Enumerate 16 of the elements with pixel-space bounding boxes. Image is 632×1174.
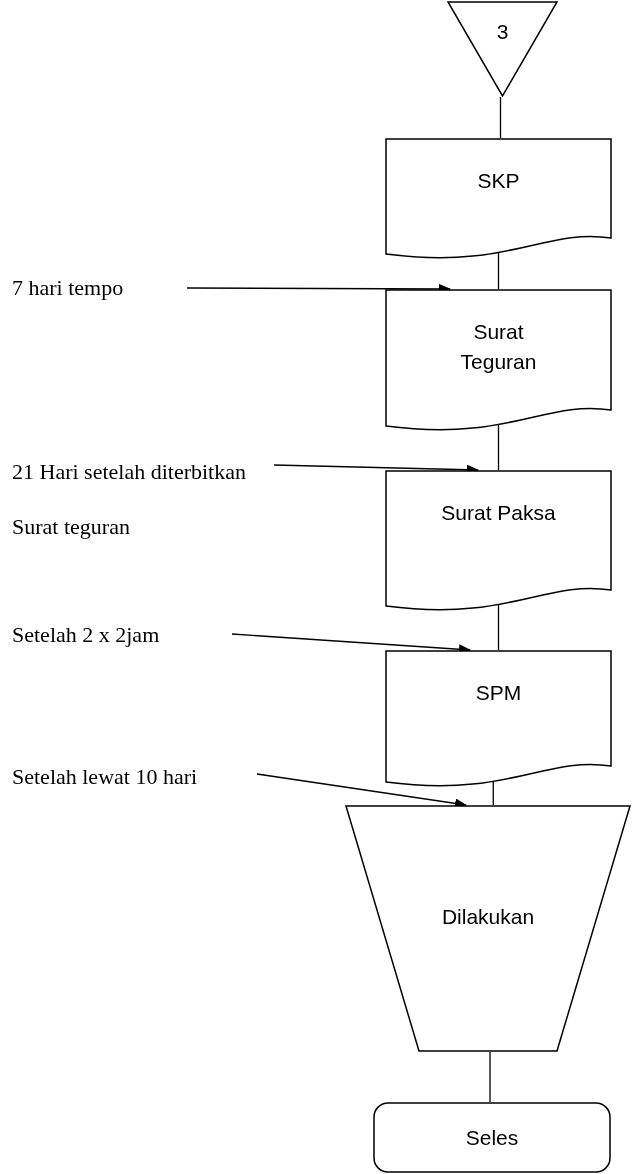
node-label: Surat Teguran bbox=[459, 319, 538, 375]
node-label: 3 bbox=[496, 19, 509, 45]
node-label: SPM bbox=[475, 680, 522, 706]
node-label: Surat Paksa bbox=[441, 500, 556, 526]
annotation-text: 21 Hari setelah diterbitkan Surat teguran bbox=[12, 458, 247, 541]
annotation-text: Setelah 2 x 2jam bbox=[12, 621, 161, 649]
connector-line bbox=[499, 96, 502, 139]
annotation-text: Setelah lewat 10 hari bbox=[12, 763, 199, 791]
node-label: Dilakukan bbox=[441, 903, 535, 930]
node-label: SKP bbox=[477, 168, 520, 194]
terminator-shape bbox=[373, 1102, 611, 1173]
node-label: Seles bbox=[465, 1124, 519, 1151]
connector-line bbox=[489, 1051, 491, 1103]
off-page-connector bbox=[447, 1, 558, 97]
manual-operation-shape bbox=[345, 805, 631, 1052]
annotation-text: 7 hari tempo bbox=[12, 274, 125, 302]
